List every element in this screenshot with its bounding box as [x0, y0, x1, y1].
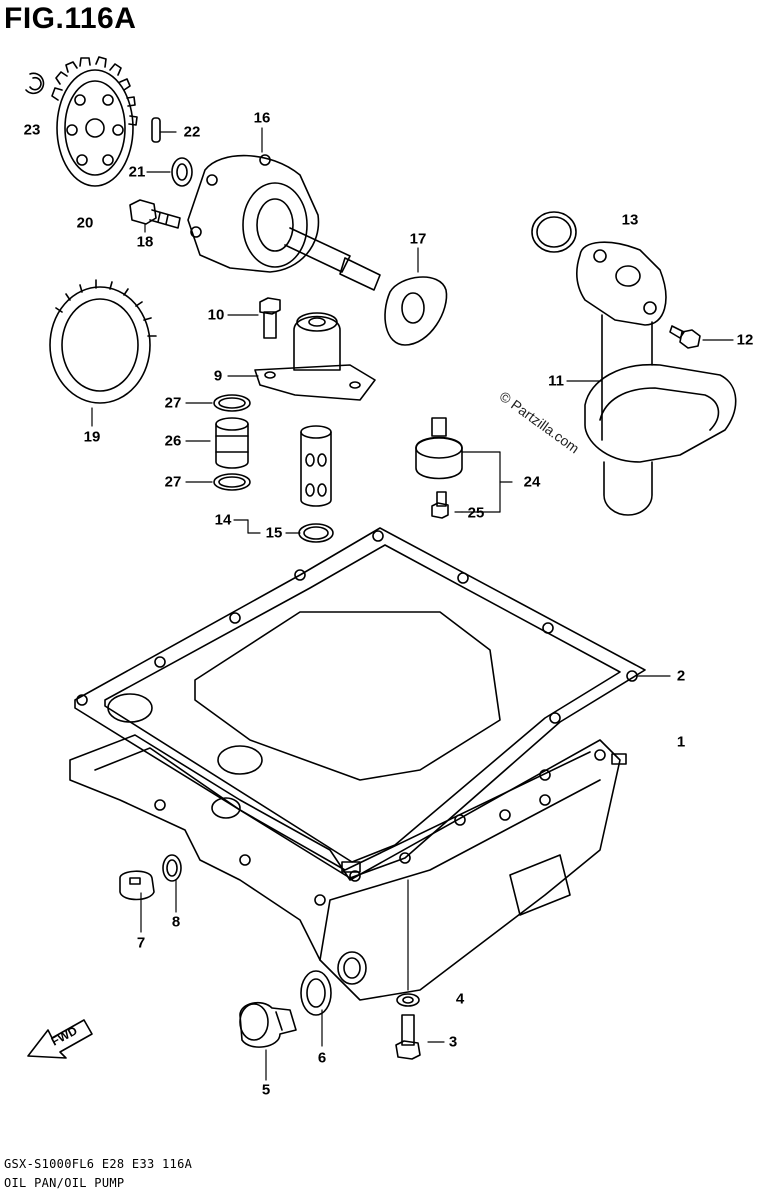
callout-20[interactable]: 20: [76, 214, 94, 232]
callout-11[interactable]: 11: [548, 372, 564, 390]
part-10-bolt: [259, 297, 281, 339]
callout-27-lower[interactable]: 27: [164, 473, 182, 491]
callout-4[interactable]: 4: [455, 990, 465, 1008]
callout-19[interactable]: 19: [83, 428, 101, 446]
callout-26[interactable]: 26: [164, 432, 182, 450]
callout-15[interactable]: 15: [265, 524, 283, 542]
part-21-washer: [171, 157, 193, 187]
callout-6[interactable]: 6: [317, 1049, 327, 1067]
part-18-bolt: [129, 199, 181, 229]
part-22-pin: [151, 117, 161, 143]
part-23-circlip: [25, 72, 45, 95]
part-17-gasket: [384, 276, 448, 346]
part-1-oil-pan: [69, 734, 627, 1001]
callout-3[interactable]: 3: [448, 1033, 458, 1051]
part-9-oil-strainer: [254, 312, 376, 401]
part-12-bolt: [669, 325, 701, 349]
model-code: GSX-S1000FL6 E28 E33 116A: [4, 1157, 193, 1171]
part-16-oil-pump-assembly: [187, 154, 381, 291]
part-24-oil-pressure-switch: [415, 417, 463, 480]
callout-10[interactable]: 10: [207, 306, 225, 324]
callout-7[interactable]: 7: [136, 934, 146, 952]
part-6-gasket: [300, 970, 332, 1016]
callout-16[interactable]: 16: [253, 109, 271, 127]
part-13-o-ring: [531, 211, 577, 253]
figure-title: FIG.116A: [4, 2, 137, 35]
callout-17[interactable]: 17: [409, 230, 427, 248]
part-25-bolt: [431, 491, 449, 519]
part-27-o-ring-upper: [213, 394, 251, 412]
part-11-oil-pipe: [575, 241, 737, 516]
part-7-plug: [119, 870, 155, 901]
part-8-gasket: [162, 854, 182, 882]
callout-21[interactable]: 21: [128, 163, 146, 181]
callout-14[interactable]: 14: [214, 511, 232, 529]
part-2-oil-pan-gasket: [74, 527, 646, 882]
callout-22[interactable]: 22: [183, 123, 201, 141]
part-3-bolt: [395, 1014, 421, 1060]
callout-5[interactable]: 5: [261, 1081, 271, 1099]
callout-13[interactable]: 13: [621, 211, 639, 229]
leader-lines: [91, 127, 734, 1081]
callout-8[interactable]: 8: [171, 913, 181, 931]
callout-2[interactable]: 2: [676, 667, 686, 685]
forward-direction-arrow: FWD: [27, 1019, 93, 1059]
callout-12[interactable]: 12: [736, 331, 754, 349]
callout-25[interactable]: 25: [467, 504, 485, 522]
callout-23[interactable]: 23: [23, 121, 41, 139]
part-15-o-ring: [298, 523, 334, 543]
callout-27-upper[interactable]: 27: [164, 394, 182, 412]
part-19-gear: [49, 279, 157, 404]
part-26-pipe: [215, 417, 249, 469]
callout-24[interactable]: 24: [523, 473, 541, 491]
callout-18[interactable]: 18: [136, 233, 154, 251]
part-5-drain-plug: [239, 1001, 297, 1048]
part-14-oil-pressure-relief-valve: [300, 425, 332, 507]
part-20-oil-pump-driven-gear: [51, 56, 138, 187]
callout-9[interactable]: 9: [213, 367, 223, 385]
part-27-o-ring-lower: [213, 473, 251, 491]
part-4-washer: [396, 993, 420, 1007]
section-title: OIL PAN/OIL PUMP: [4, 1176, 125, 1190]
callout-1[interactable]: 1: [676, 733, 686, 751]
